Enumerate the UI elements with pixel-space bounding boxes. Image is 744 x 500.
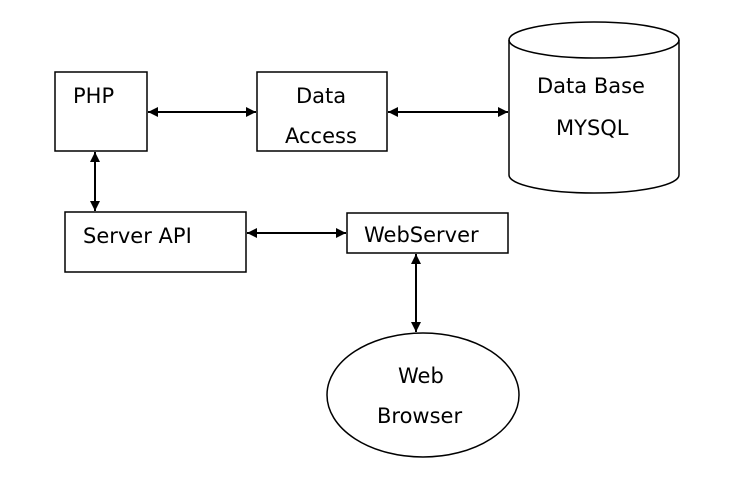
web-browser-ellipse	[326, 332, 520, 458]
webserver-box	[346, 212, 509, 254]
php-label: PHP	[73, 84, 115, 108]
data-access-label-line2: Access	[285, 124, 357, 148]
web-browser-label-line2: Browser	[377, 404, 463, 428]
webserver-label: WebServer	[364, 223, 479, 247]
database-cylinder	[508, 21, 680, 194]
php-box	[54, 71, 148, 152]
data-access-label-line1: Data	[296, 84, 347, 108]
server-api-label: Server API	[83, 224, 192, 248]
data-access-box	[256, 71, 388, 152]
database-label-line1: Data Base	[537, 74, 645, 98]
database-label-line2: MYSQL	[556, 116, 629, 140]
web-browser-label-line1: Web	[398, 364, 444, 388]
server-api-box	[64, 211, 247, 273]
